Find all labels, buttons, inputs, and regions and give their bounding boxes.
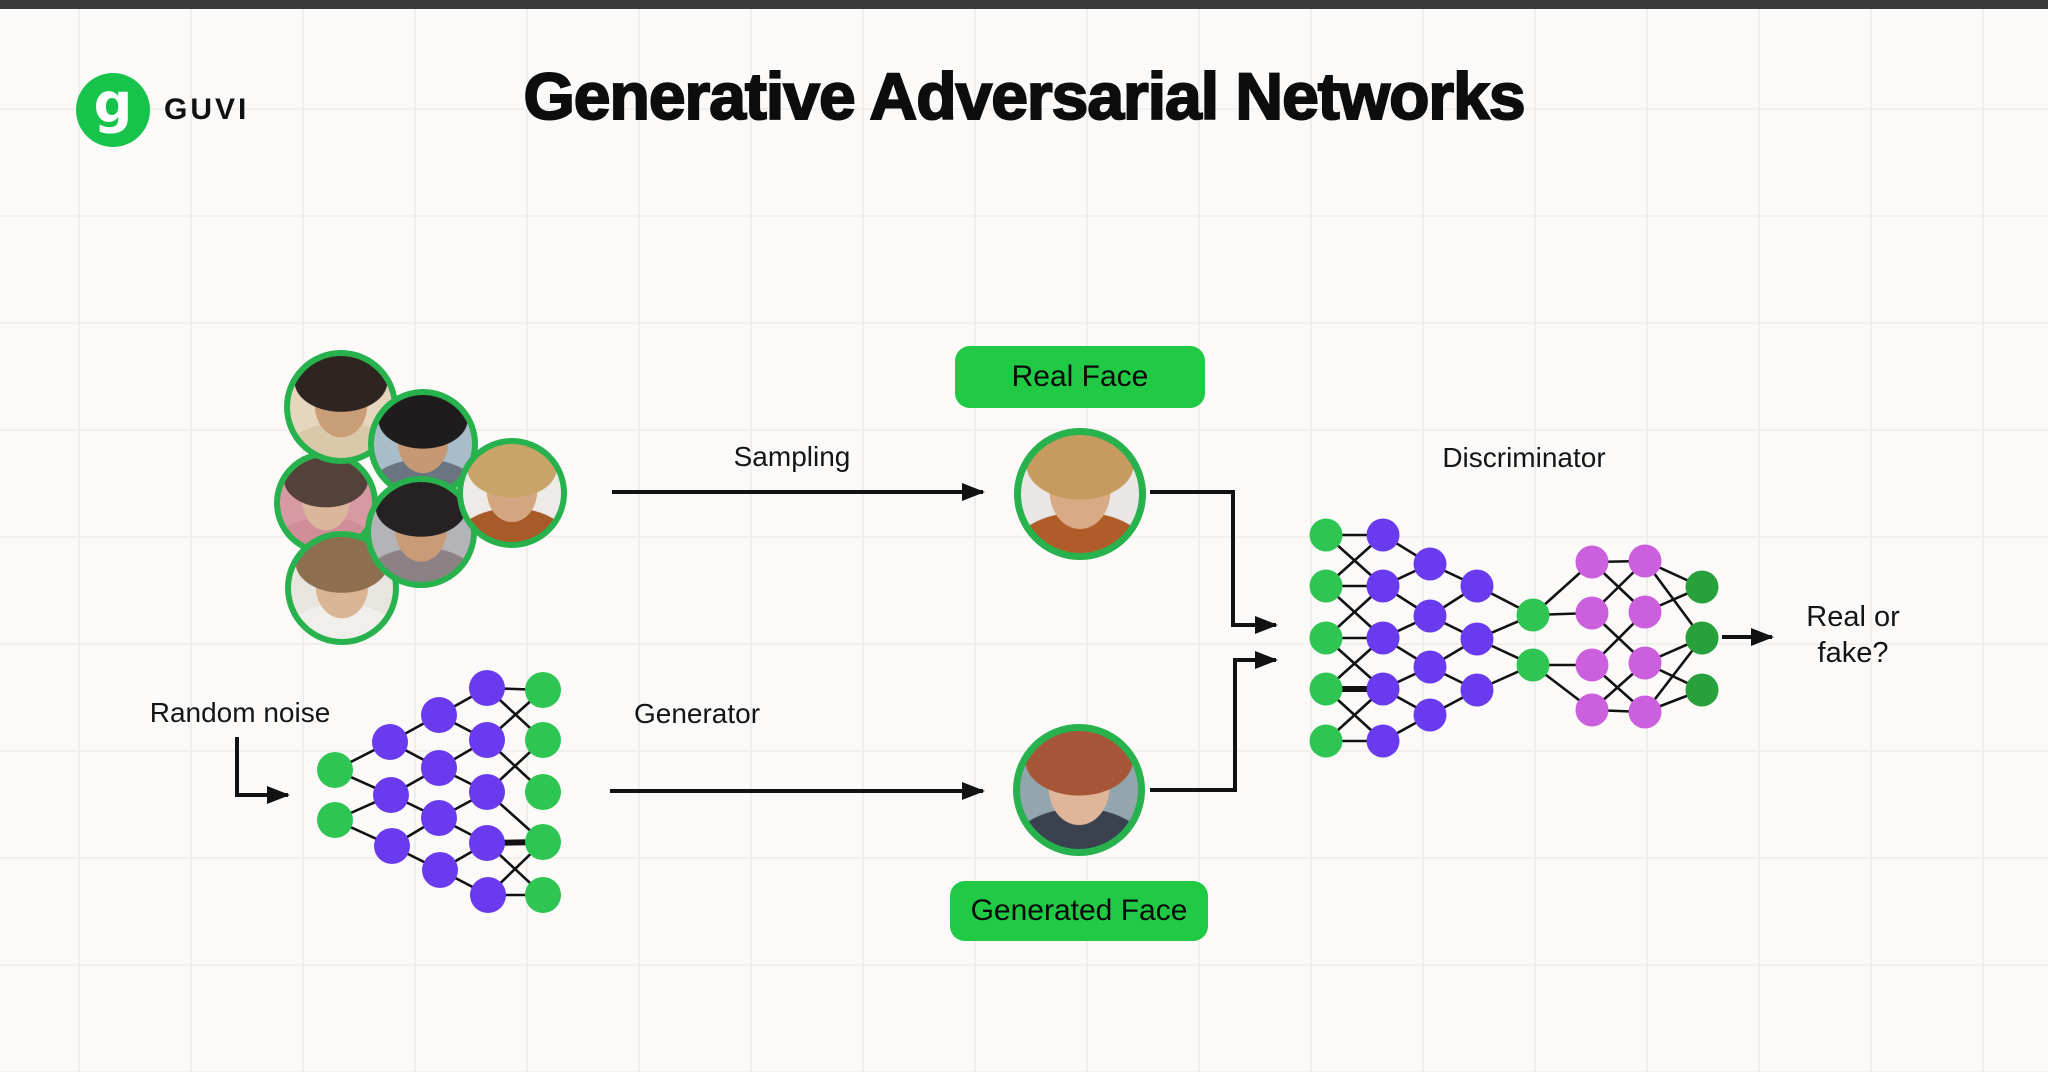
generator-network-node [469, 722, 505, 758]
guvi-logo[interactable]: g GUVI [76, 73, 249, 147]
discriminator-network-node [1413, 547, 1447, 581]
guvi-logo-glyph: g [93, 72, 133, 135]
generator-network-node [525, 672, 561, 708]
discriminator-network-node [1575, 648, 1609, 682]
real-or-fake-line2: fake? [1817, 637, 1889, 669]
generator-network-node [317, 752, 353, 788]
generator-network [317, 670, 561, 913]
discriminator-network-node [1366, 621, 1400, 655]
discriminator-network-node [1460, 622, 1494, 656]
generator-network-node [421, 750, 457, 786]
discriminator-network-node [1413, 698, 1447, 732]
discriminator-network-node [1685, 621, 1719, 655]
discriminator-network-node [1309, 724, 1343, 758]
discriminator-network-node [1628, 695, 1662, 729]
generated-face-button[interactable]: Generated Face [950, 881, 1208, 941]
discriminator-network-node [1575, 693, 1609, 727]
generator-network-node [525, 774, 561, 810]
generator-network-node [372, 724, 408, 760]
discriminator-network-node [1628, 544, 1662, 578]
discriminator-network-node [1366, 569, 1400, 603]
discriminator-network-node [1309, 621, 1343, 655]
top-edge-strip [0, 0, 2048, 9]
real-or-fake-line1: Real or [1806, 601, 1900, 633]
real-or-fake-label: Real or fake? [1806, 599, 1900, 671]
discriminator-network-node [1516, 598, 1550, 632]
sampling-label: Sampling [733, 441, 851, 472]
generated-face-to-discriminator-arrow [1150, 651, 1278, 792]
discriminator-network-node [1366, 672, 1400, 706]
discriminator-network [1309, 518, 1719, 758]
discriminator-network-node [1413, 650, 1447, 684]
generator-network-node [470, 877, 506, 913]
cluster-face-photo-woman-dark-hair [365, 476, 477, 588]
discriminator-network-node [1366, 724, 1400, 758]
discriminator-network-node [1628, 646, 1662, 680]
discriminator-network-node [1309, 569, 1343, 603]
discriminator-label: Discriminator [1442, 442, 1606, 473]
discriminator-network-node [1575, 545, 1609, 579]
random-noise-arrow [235, 737, 290, 804]
generator-network-node [373, 777, 409, 813]
real-face-to-discriminator-arrow [1150, 490, 1278, 634]
discriminator-network-node [1685, 673, 1719, 707]
generator-network-node [525, 722, 561, 758]
discriminator-network-node [1628, 595, 1662, 629]
generator-network-node [469, 825, 505, 861]
discriminator-network-node [1460, 673, 1494, 707]
page-title: Generative Adversarial Networks [522, 58, 1526, 134]
discriminator-network-node [1575, 596, 1609, 630]
discriminator-network-node [1460, 569, 1494, 603]
generator-network-node [421, 800, 457, 836]
discriminator-network-node [1309, 672, 1343, 706]
generator-network-node [374, 828, 410, 864]
discriminator-network-node [1685, 570, 1719, 604]
real-face-photo [1014, 428, 1146, 560]
discriminator-network-node [1366, 518, 1400, 552]
generator-network-node [421, 697, 457, 733]
generator-network-node [469, 774, 505, 810]
generated-face-photo [1013, 724, 1145, 856]
generator-network-node [422, 852, 458, 888]
generator-network-node [469, 670, 505, 706]
guvi-logo-text: GUVI [164, 93, 250, 126]
generator-network-node [525, 877, 561, 913]
random-noise-label: Random noise [149, 697, 331, 728]
discriminator-network-node [1309, 518, 1343, 552]
cluster-face-photo-blonde-woman [457, 438, 567, 548]
guvi-logo-icon: g [76, 73, 150, 147]
generator-label: Generator [633, 698, 761, 729]
generator-network-node [317, 802, 353, 838]
discriminator-network-node [1413, 599, 1447, 633]
generator-network-node [525, 824, 561, 860]
discriminator-network-node [1516, 648, 1550, 682]
real-face-button[interactable]: Real Face [955, 346, 1205, 408]
